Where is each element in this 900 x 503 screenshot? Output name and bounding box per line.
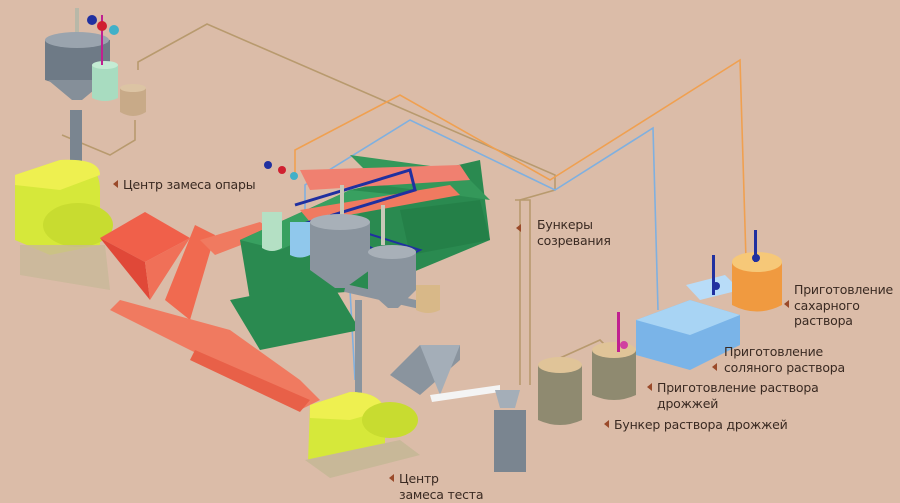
middle-silos <box>262 161 440 420</box>
pipe-blue <box>304 119 659 311</box>
pointer-arrow-icon <box>712 363 717 371</box>
dough-mixer-group <box>305 345 526 478</box>
salt-tank <box>636 255 740 370</box>
pointer-arrow-icon <box>604 420 609 428</box>
pipelines <box>61 23 747 385</box>
pointer-arrow-icon <box>647 383 652 391</box>
pointer-arrow-icon <box>784 300 789 308</box>
label-yeast-bin: Бункер раствора дрожжей <box>604 417 788 433</box>
pointer-arrow-icon <box>516 224 521 232</box>
label-sugar-solution: Приготовление сахарного раствора <box>794 282 894 328</box>
red-hopper-conveyor <box>100 212 320 412</box>
pipe-tan-right <box>515 199 531 385</box>
pointer-arrow-icon <box>389 474 394 482</box>
label-maturation-bins: Бункеры созревания <box>537 217 611 248</box>
sponge-mixer-group <box>15 8 146 290</box>
label-dough-mixing: Центр замеса теста <box>389 471 484 502</box>
yeast-tanks <box>538 312 636 425</box>
pipe-orange <box>294 58 747 261</box>
label-yeast-preparation: Приготовление раствора дрожжей <box>647 380 819 411</box>
label-sponge-mixing: Центр замеса опары <box>113 177 256 193</box>
label-salt-solution: Приготовление соляного раствора <box>724 344 845 375</box>
pipe-tan-left <box>61 120 136 156</box>
sugar-tank <box>732 230 782 312</box>
pointer-arrow-icon <box>113 180 118 188</box>
